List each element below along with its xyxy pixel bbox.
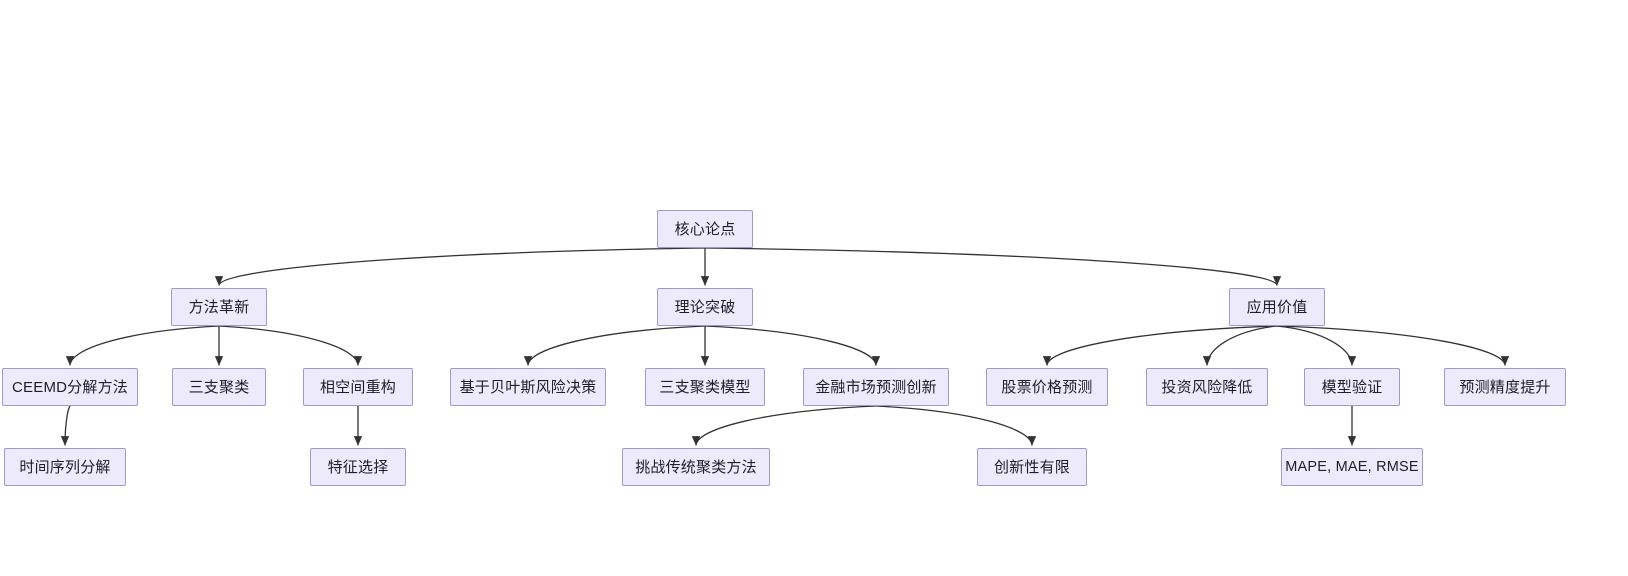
node-application[interactable]: 应用价值: [1229, 288, 1325, 326]
node-validate[interactable]: 模型验证: [1304, 368, 1400, 406]
node-twmodel[interactable]: 三支聚类模型: [645, 368, 765, 406]
node-threeway[interactable]: 三支聚类: [172, 368, 266, 406]
edge-method-to-phase: [218, 325, 363, 366]
node-label: 金融市场预测创新: [815, 378, 937, 396]
edge-application-to-accuracy: [1276, 325, 1510, 366]
node-tsdecomp[interactable]: 时间序列分解: [4, 448, 126, 486]
edge-root-to-method: [214, 247, 706, 286]
node-metrics[interactable]: MAPE, MAE, RMSE: [1281, 448, 1423, 486]
node-label: 理论突破: [674, 298, 736, 316]
node-challenge[interactable]: 挑战传统聚类方法: [622, 448, 770, 486]
node-label: 相空间重构: [319, 378, 396, 396]
node-label: 特征选择: [327, 458, 389, 476]
node-label: 三支聚类: [188, 378, 250, 396]
node-label: 投资风险降低: [1161, 378, 1253, 396]
edge-theory-to-finance: [704, 325, 881, 366]
edge-finance-to-challenge: [691, 405, 877, 446]
node-finance[interactable]: 金融市场预测创新: [803, 368, 949, 406]
node-label: 方法革新: [188, 298, 250, 316]
node-label: 股票价格预测: [1001, 378, 1093, 396]
edge-theory-to-bayes: [523, 325, 706, 366]
edge-application-to-validate: [1276, 325, 1357, 366]
node-ceemd[interactable]: CEEMD分解方法: [2, 368, 138, 406]
node-label: 挑战传统聚类方法: [635, 458, 757, 476]
node-root[interactable]: 核心论点: [657, 210, 753, 248]
node-feature[interactable]: 特征选择: [310, 448, 406, 486]
node-label: 创新性有限: [993, 458, 1070, 476]
edge-application-to-risk: [1202, 325, 1278, 366]
node-label: 预测精度提升: [1459, 378, 1551, 396]
edges-group: [60, 247, 1510, 446]
node-limited[interactable]: 创新性有限: [977, 448, 1087, 486]
node-accuracy[interactable]: 预测精度提升: [1444, 368, 1566, 406]
node-label: 应用价值: [1246, 298, 1308, 316]
node-label: 三支聚类模型: [659, 378, 751, 396]
node-method[interactable]: 方法革新: [171, 288, 267, 326]
node-theory[interactable]: 理论突破: [657, 288, 753, 326]
node-label: CEEMD分解方法: [12, 378, 128, 396]
node-bayes[interactable]: 基于贝叶斯风险决策: [450, 368, 606, 406]
edge-application-to-stock: [1042, 325, 1278, 366]
edge-ceemd-to-tsdecomp: [60, 405, 71, 446]
node-phase[interactable]: 相空间重构: [303, 368, 413, 406]
edge-method-to-ceemd: [65, 325, 220, 366]
node-label: 核心论点: [674, 220, 736, 238]
edge-root-to-application: [704, 247, 1282, 286]
node-risk[interactable]: 投资风险降低: [1146, 368, 1268, 406]
edge-finance-to-limited: [875, 405, 1037, 446]
node-label: 时间序列分解: [19, 458, 111, 476]
node-label: 基于贝叶斯风险决策: [459, 378, 597, 396]
node-label: 模型验证: [1321, 378, 1383, 396]
node-stock[interactable]: 股票价格预测: [986, 368, 1108, 406]
node-label: MAPE, MAE, RMSE: [1285, 458, 1419, 475]
